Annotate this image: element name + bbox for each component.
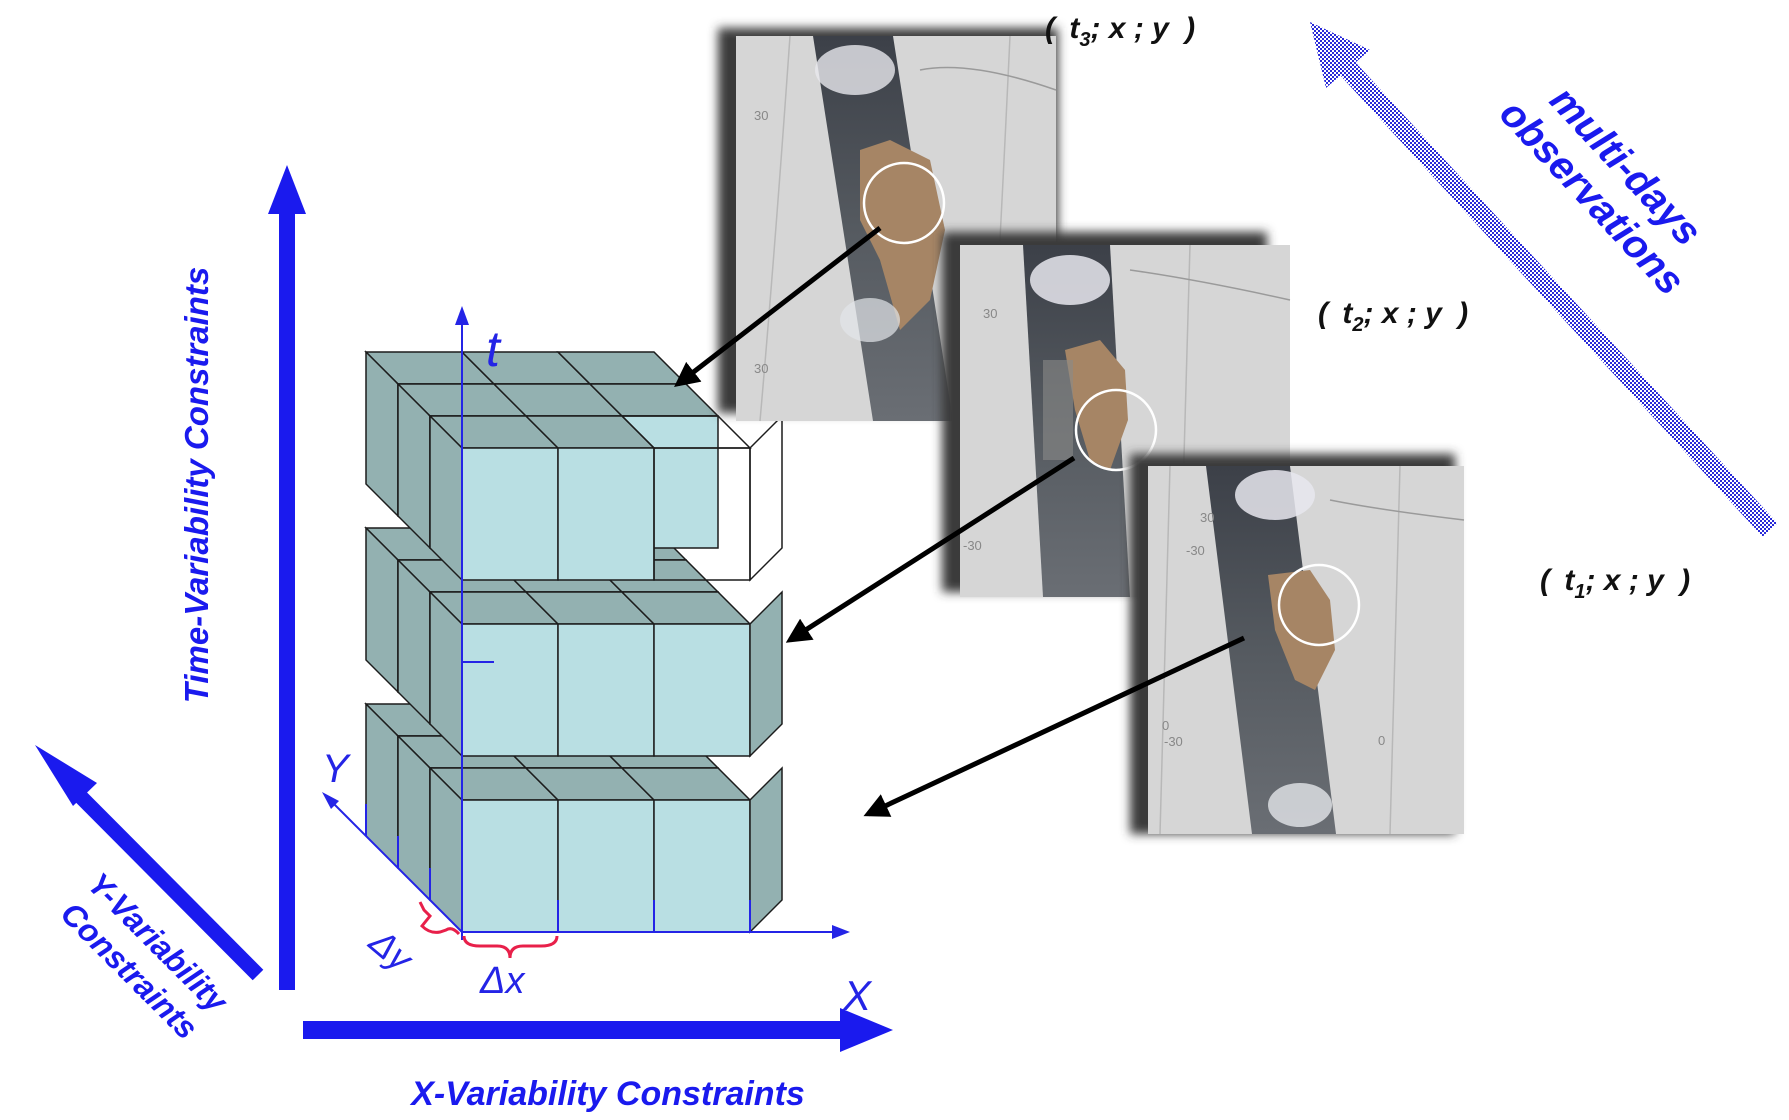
x-constraint-arrow bbox=[303, 1008, 893, 1052]
map-tick: 0 bbox=[1162, 718, 1169, 733]
map-tick: 30 bbox=[1200, 510, 1214, 525]
region-circle-t3 bbox=[862, 161, 946, 245]
observation-label-t2: ( t2; x ; y ) bbox=[1318, 297, 1468, 336]
cube-side-face bbox=[749, 766, 783, 934]
satellite-panel-t1: 30 -30 0 -30 0 bbox=[1130, 454, 1465, 835]
delta-x-label: Δx bbox=[479, 960, 526, 1002]
map-tick: 0 bbox=[1378, 733, 1385, 748]
connector-arrow-t2 bbox=[785, 455, 1076, 643]
cube-front-face bbox=[557, 447, 655, 581]
t-axis-label: t bbox=[486, 321, 502, 377]
cube-front-face bbox=[557, 799, 655, 933]
connector-arrow-t1 bbox=[863, 635, 1246, 817]
region-circle-t1 bbox=[1277, 563, 1361, 647]
connector-arrow-t3 bbox=[674, 226, 882, 388]
y-axis-label: Y bbox=[322, 747, 352, 791]
map-tick: 30 bbox=[754, 361, 768, 376]
observation-label-t1: ( t1; x ; y ) bbox=[1540, 564, 1690, 603]
observation-label-t3: ( t3; x ; y ) bbox=[1045, 12, 1195, 51]
region-circle-t2 bbox=[1074, 388, 1158, 472]
cube-front-face bbox=[557, 623, 655, 757]
time-constraint-arrow bbox=[268, 165, 306, 990]
x-axis bbox=[462, 925, 850, 939]
map-tick: -30 bbox=[1164, 734, 1183, 749]
time-constraint-label: Time-Variability Constraints bbox=[178, 267, 215, 703]
delta-x-brace bbox=[462, 935, 559, 959]
multi-days-arrow bbox=[1310, 22, 1778, 537]
cube-front-face bbox=[653, 799, 751, 933]
map-tick: 30 bbox=[983, 306, 997, 321]
y-constraint-arrow bbox=[35, 745, 264, 981]
cube-front-face bbox=[461, 447, 559, 581]
map-tick: 30 bbox=[754, 108, 768, 123]
x-axis-label: X bbox=[842, 972, 873, 1019]
x-constraint-label: X-Variability Constraints bbox=[409, 1075, 805, 1113]
data-cube-stack bbox=[364, 350, 783, 934]
map-tick: -30 bbox=[963, 538, 982, 553]
delta-y-brace bbox=[418, 901, 461, 936]
cube-front-face bbox=[653, 623, 751, 757]
cube-front-face bbox=[461, 623, 559, 757]
axis-tick-marks bbox=[365, 630, 751, 932]
delta-y-label: Δy bbox=[361, 920, 422, 980]
map-tick: -30 bbox=[1186, 543, 1205, 558]
satellite-panel-t3: 30 30 bbox=[718, 28, 1058, 422]
cube-side-face bbox=[749, 414, 783, 582]
cube-front-face bbox=[461, 799, 559, 933]
cube-side-face bbox=[749, 590, 783, 758]
